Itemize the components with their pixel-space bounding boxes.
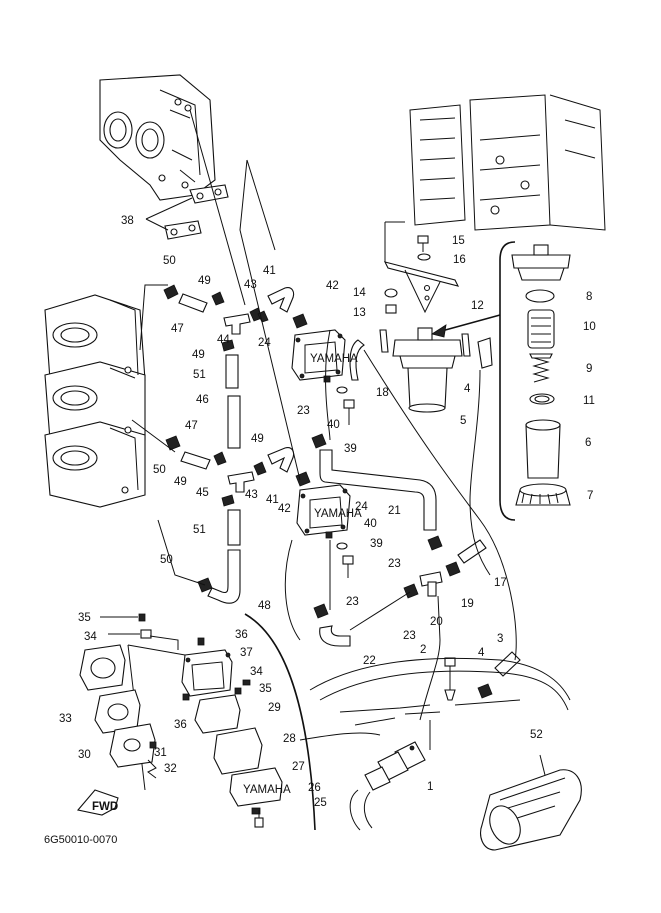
callout-c47b: 47 [185, 420, 198, 432]
gasket-38 [145, 184, 229, 240]
callout-c4b: 4 [478, 647, 485, 659]
part-callouts: 1234456789101112131415161718192021222323… [59, 215, 596, 809]
callout-c23a: 23 [297, 405, 310, 417]
lower-cowling [299, 657, 571, 750]
pump-exploded-view: YAMAHA [79, 613, 316, 831]
callout-c7: 7 [587, 490, 593, 502]
callout-c16: 16 [453, 254, 466, 266]
callout-c51a: 51 [193, 369, 206, 381]
callout-c26: 26 [308, 782, 321, 794]
leader-lines [131, 109, 517, 721]
callout-c10: 10 [583, 321, 596, 333]
callout-c43b: 43 [245, 489, 258, 501]
callout-c35a: 35 [78, 612, 91, 624]
callout-c17: 17 [494, 577, 507, 589]
callout-c42b: 42 [278, 503, 291, 515]
callout-c21: 21 [388, 505, 401, 517]
callout-c45: 45 [196, 487, 209, 499]
callout-c50a: 50 [163, 255, 176, 267]
callout-c9: 9 [586, 363, 592, 375]
callout-c33: 33 [59, 713, 72, 725]
pointer-arrow [437, 314, 501, 333]
engine-block-top-right [409, 94, 606, 231]
callout-c12: 12 [471, 300, 484, 312]
callout-c24b: 24 [355, 501, 368, 513]
callout-c27: 27 [292, 761, 305, 773]
pump-brand-label-2: YAMAHA [314, 508, 362, 520]
callout-c38: 38 [121, 215, 134, 227]
callout-c36a: 36 [235, 629, 248, 641]
callout-c1: 1 [427, 781, 433, 793]
callout-c50b: 50 [153, 464, 166, 476]
callout-c34a: 34 [84, 631, 97, 643]
arrow-head [431, 324, 447, 338]
callout-c13: 13 [353, 307, 366, 319]
callout-c4a: 4 [464, 383, 471, 395]
callout-c36b: 36 [174, 719, 187, 731]
callout-c6: 6 [585, 437, 591, 449]
callout-c23b: 23 [388, 558, 401, 570]
callout-c11: 11 [583, 395, 595, 407]
callout-c25: 25 [314, 797, 327, 809]
callout-c30: 30 [78, 749, 91, 761]
callout-c40a: 40 [327, 419, 340, 431]
callout-c31: 31 [154, 747, 167, 759]
callout-c39b: 39 [370, 538, 383, 550]
callout-c23d: 23 [403, 630, 416, 642]
callout-c20: 20 [430, 616, 443, 628]
callout-c15: 15 [452, 235, 465, 247]
callout-c32: 32 [164, 763, 177, 775]
callout-c49d: 49 [174, 476, 187, 488]
fuel-connector [349, 741, 426, 831]
callout-c23c: 23 [346, 596, 359, 608]
callout-c29: 29 [268, 702, 281, 714]
callout-c46: 46 [196, 394, 209, 406]
intake-manifold-block [44, 294, 146, 508]
callout-c44: 44 [217, 334, 230, 346]
callout-c18: 18 [376, 387, 389, 399]
fuel-filter-assembly [349, 221, 493, 413]
bolts-washers [336, 386, 456, 701]
callout-c47a: 47 [171, 323, 184, 335]
callout-c49b: 49 [192, 349, 205, 361]
callout-c3: 3 [497, 633, 503, 645]
callout-c49a: 49 [198, 275, 211, 287]
callout-c22: 22 [363, 655, 376, 667]
callout-c52: 52 [530, 729, 543, 741]
callout-c14: 14 [353, 287, 366, 299]
fuel-pump-lower: YAMAHA [296, 484, 362, 539]
fwd-arrow: FWD [76, 789, 119, 816]
callout-c50c: 50 [160, 554, 173, 566]
callout-c5: 5 [460, 415, 466, 427]
fuel-hoses [178, 287, 521, 677]
fuel-pump-upper: YAMAHA [291, 329, 358, 383]
diagram-code: 6G50010-0070 [44, 834, 117, 846]
callout-c40b: 40 [364, 518, 377, 530]
callout-c41a: 41 [263, 265, 276, 277]
callout-c37: 37 [240, 647, 253, 659]
callout-c42a: 42 [326, 280, 339, 292]
callout-c2: 2 [420, 644, 426, 656]
engine-block-top [99, 74, 216, 201]
callout-c19: 19 [461, 598, 474, 610]
callout-c24a: 24 [258, 337, 271, 349]
callout-c39a: 39 [344, 443, 357, 455]
filter-detail-breakdown [499, 241, 571, 521]
callout-c8: 8 [586, 291, 592, 303]
callout-c28: 28 [283, 733, 296, 745]
callout-c43a: 43 [244, 279, 257, 291]
callout-c35b: 35 [259, 683, 272, 695]
fuel-hose-assembly-52 [479, 754, 582, 851]
callout-c51b: 51 [193, 524, 206, 536]
fwd-label: FWD [92, 801, 118, 813]
callout-c41b: 41 [266, 494, 279, 506]
callout-c34b: 34 [250, 666, 263, 678]
pump-brand-label-3: YAMAHA [243, 784, 291, 796]
callout-c49c: 49 [251, 433, 264, 445]
pump-brand-label: YAMAHA [310, 353, 358, 365]
callout-c48: 48 [258, 600, 271, 612]
